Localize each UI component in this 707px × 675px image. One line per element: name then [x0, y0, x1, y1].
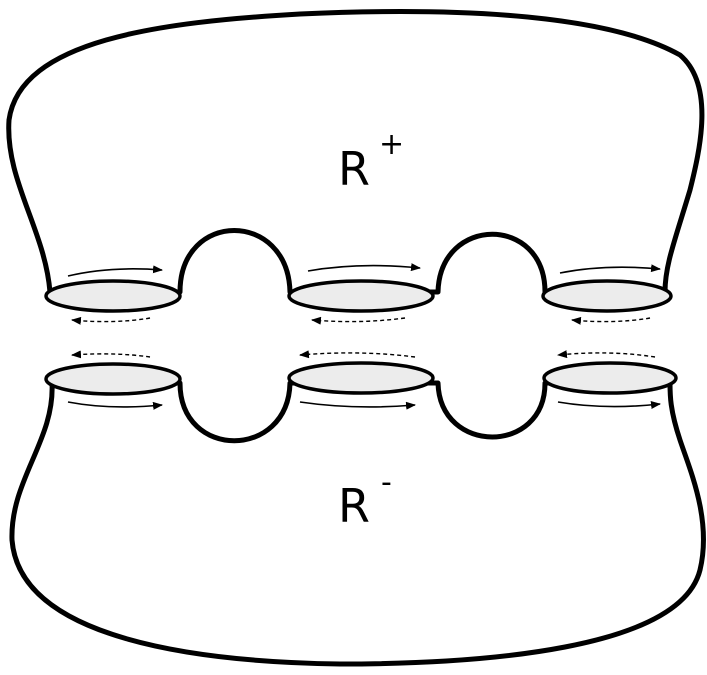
lower-orientation-arrow-1 — [67, 401, 163, 410]
lower-boundary-disk-3 — [542, 361, 678, 395]
lower-orientation-arrow-2 — [299, 401, 416, 410]
lower-surface-r-minus: R - — [9, 350, 706, 667]
upper-reverse-arrow-1 — [71, 316, 151, 325]
lower-region-sign: - — [381, 465, 392, 500]
upper-surface-r-plus: R + — [6, 9, 705, 325]
upper-region-sign: + — [379, 127, 404, 162]
lower-region-label: R — [338, 479, 370, 533]
lower-boundary-disk-2 — [287, 361, 435, 395]
lower-orientation-arrow-3 — [557, 400, 661, 409]
lower-reverse-arrow-1 — [71, 350, 151, 359]
lower-reverse-arrow-2 — [299, 350, 416, 359]
upper-orientation-arrow-1 — [67, 265, 163, 277]
lower-boundary-disk-1 — [44, 362, 182, 396]
upper-region-label: R — [338, 142, 370, 196]
upper-surface-outline — [6, 9, 705, 295]
upper-boundary-disk-3 — [541, 279, 673, 313]
upper-reverse-arrow-2 — [311, 316, 406, 325]
upper-boundary-disk-2 — [287, 279, 435, 313]
upper-orientation-arrow-3 — [559, 264, 661, 274]
upper-reverse-arrow-3 — [571, 316, 651, 325]
lower-surface-outline — [9, 380, 706, 667]
lower-reverse-arrow-3 — [557, 350, 656, 359]
upper-orientation-arrow-2 — [307, 263, 421, 272]
upper-boundary-disk-1 — [44, 279, 182, 313]
